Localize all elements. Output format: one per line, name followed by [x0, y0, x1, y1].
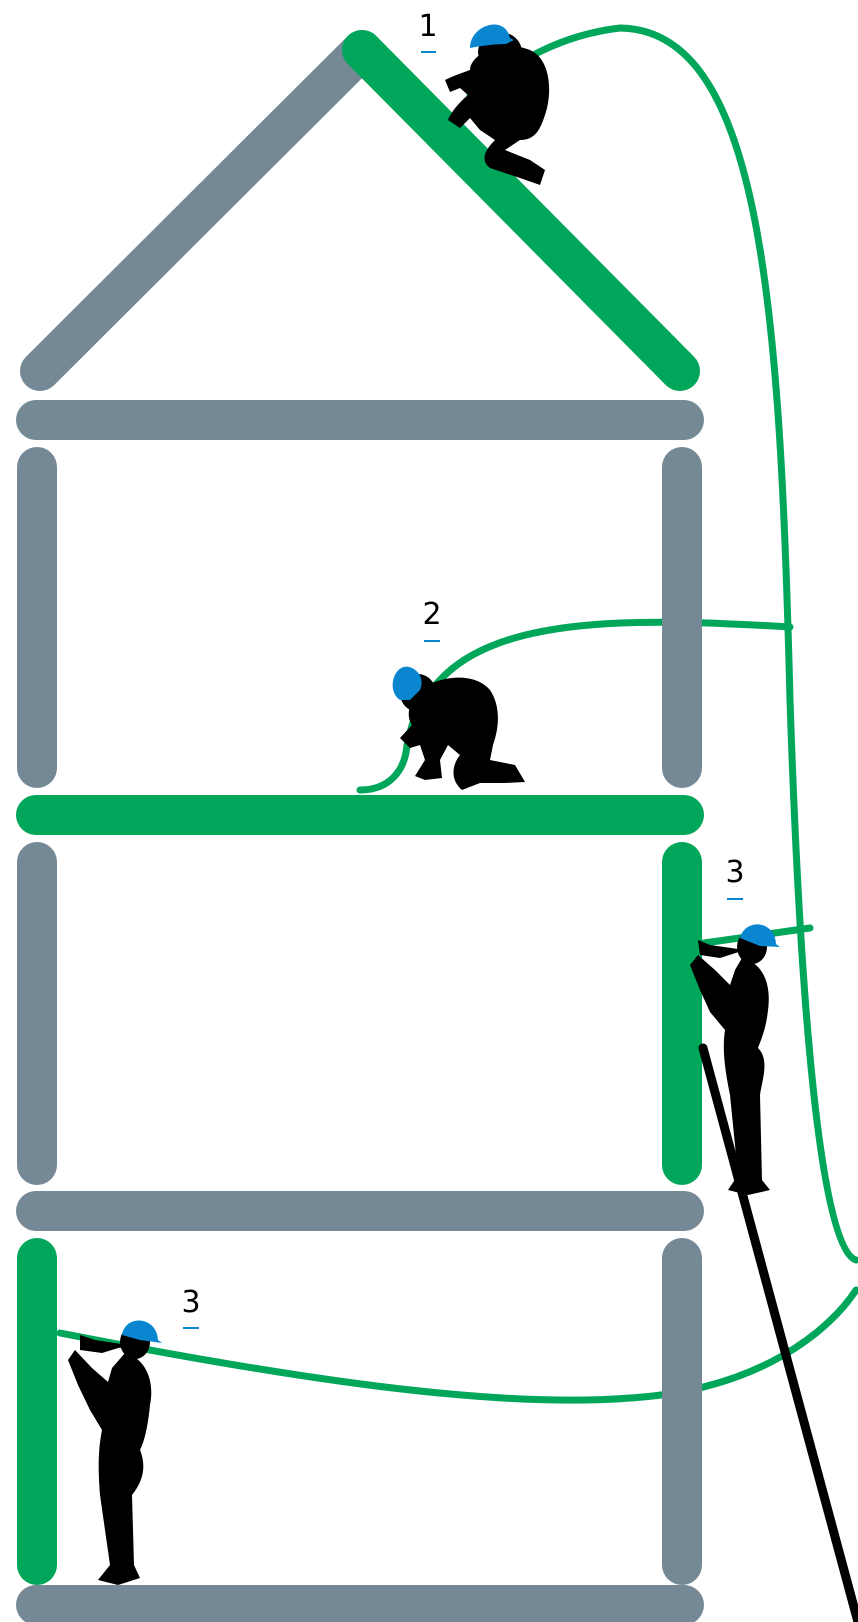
cable-main	[466, 24, 858, 1264]
ladder-pole	[698, 1043, 858, 1622]
worker-wall	[68, 1320, 162, 1585]
cable-branch-floor	[356, 618, 794, 794]
step-number-3-wall: 3	[181, 1285, 200, 1320]
hard-hat-icon	[122, 1320, 162, 1343]
worker-floor	[392, 666, 525, 790]
step-label-wall: 3	[181, 1285, 201, 1329]
step-number-1: 1	[418, 9, 437, 44]
cable-branch-lower	[56, 1286, 858, 1404]
cable	[56, 24, 858, 1404]
worker-ladder	[690, 924, 780, 1195]
worker-silhouette-icon	[400, 674, 525, 790]
step-label-floor: 2	[422, 597, 442, 642]
step-label-roof: 1	[418, 9, 438, 53]
roof-left-beam	[20, 30, 382, 391]
step-number-3-ladder: 3	[725, 855, 744, 890]
hard-hat-icon	[470, 24, 514, 48]
ladder-icon	[698, 1043, 858, 1622]
step-label-ladder: 3	[725, 855, 745, 900]
house-structure	[16, 30, 704, 1622]
step-number-2: 2	[422, 597, 441, 632]
roof-right-beam	[342, 30, 700, 391]
hard-hat-icon	[740, 924, 780, 947]
worker-roof	[445, 24, 550, 185]
step-labels: 1 2 3 3	[181, 9, 745, 1329]
worker-silhouette-icon	[68, 1325, 152, 1585]
hard-hat-icon	[392, 666, 422, 700]
